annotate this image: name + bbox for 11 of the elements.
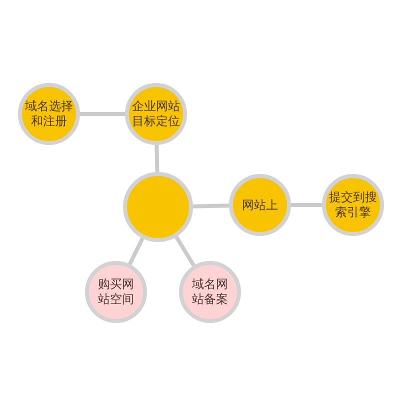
connector-line: [174, 236, 196, 267]
connector-line: [192, 204, 230, 208]
node-label: 企业网站目标定位: [131, 99, 181, 129]
connector-line: [80, 112, 125, 116]
node-label: 域名选择和注册: [24, 99, 74, 129]
node-label: 购买网站空间: [97, 277, 135, 307]
node-label: 域名网站备案: [191, 277, 229, 307]
node-label: 提交到搜索引擎: [328, 190, 378, 220]
node-label: 网站上: [241, 198, 279, 212]
connector-line: [291, 203, 322, 207]
connector-line: [154, 144, 160, 172]
